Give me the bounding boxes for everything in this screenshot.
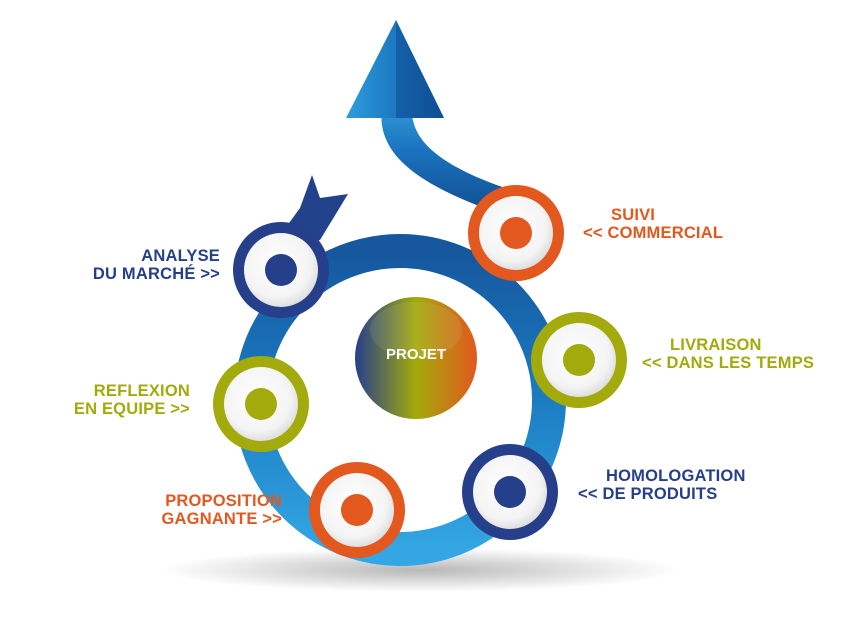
arrow-stem <box>381 108 530 218</box>
stage-label-line2: EN EQUIPE >> <box>73 400 190 418</box>
stage-label-line2: GAGNANTE >> <box>161 510 282 528</box>
stage-label-proposition-gagnante: PROPOSITION GAGNANTE >> <box>90 492 282 528</box>
center-ball-gloss <box>370 302 462 358</box>
node-livraison-dans-les-temps <box>531 312 627 408</box>
stage-label-livraison-dans-les-temps: LIVRAISON << DANS LES TEMPS <box>642 336 842 372</box>
node-analyse-du-marche <box>233 222 329 318</box>
stage-label-line1: ANALYSE <box>141 247 220 265</box>
center-ball <box>355 297 477 419</box>
stage-label-homologation-de-produits: HOMOLOGATION << DE PRODUITS <box>578 467 778 503</box>
floor-shadow <box>160 548 680 592</box>
stage-label-line1: PROPOSITION <box>165 492 282 510</box>
stage-label-line2: DU MARCHÉ >> <box>92 265 220 283</box>
stage-label-line2: << DANS LES TEMPS <box>642 354 815 372</box>
node-suivi-commercial <box>468 185 564 281</box>
node-proposition-gagnante <box>309 462 405 558</box>
stage-label-line1: REFLEXION <box>93 382 190 400</box>
stage-label-analyse-du-marche: ANALYSE DU MARCHÉ >> <box>60 247 220 283</box>
stage-label-line2: << COMMERCIAL <box>583 224 724 242</box>
stage-label-suivi-commercial: SUIVI << COMMERCIAL <box>583 206 783 242</box>
stage-label-line2: << DE PRODUITS <box>578 485 718 503</box>
node-homologation-de-produits <box>462 444 558 540</box>
stage-label-line1: SUIVI <box>611 206 656 224</box>
node-reflexion-en-equipe <box>213 356 309 452</box>
stage-label-reflexion-en-equipe: REFLEXION EN EQUIPE >> <box>30 382 190 418</box>
arrow-head-shade <box>396 20 444 118</box>
stage-label-line1: LIVRAISON <box>670 336 762 354</box>
center-label: PROJET <box>385 346 446 363</box>
stage-label-line1: HOMOLOGATION <box>606 467 746 485</box>
